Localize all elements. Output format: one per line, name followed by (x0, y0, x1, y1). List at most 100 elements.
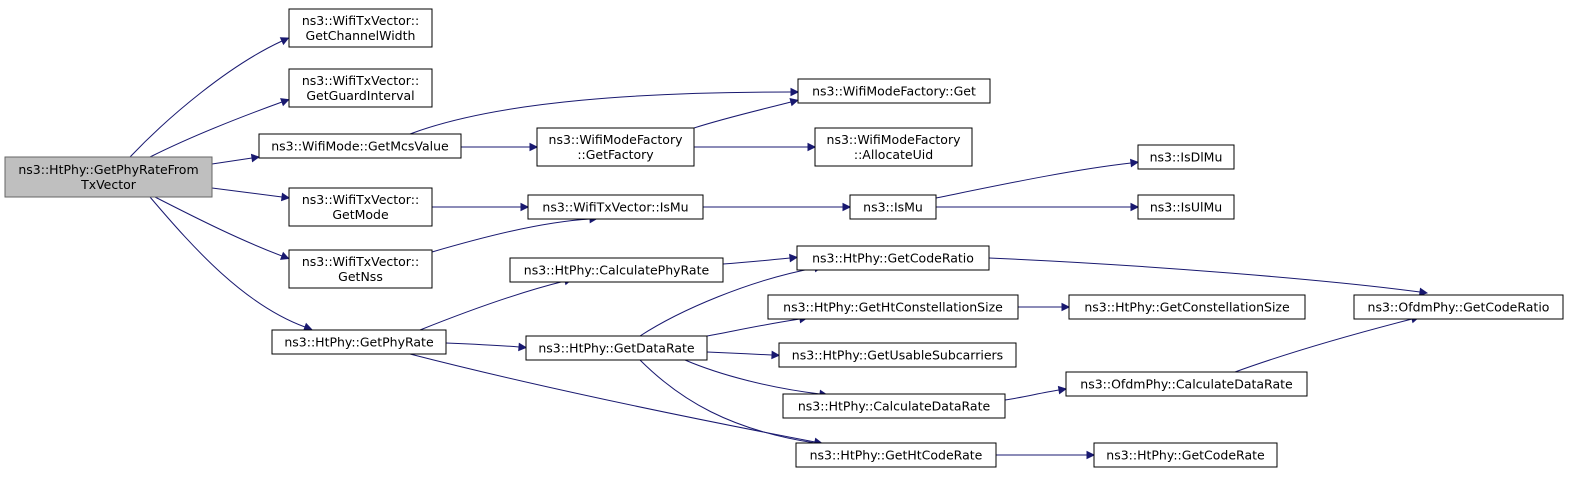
edge-getNss-to-txIsMu (431, 218, 591, 253)
node-label: TxVector (80, 177, 137, 192)
node-getHtConst[interactable]: ns3::HtPhy::GetHtConstellationSize (767, 294, 1019, 320)
edge-arrowhead-getCodeRatio (789, 253, 799, 263)
edge-getMcsValue-to-factoryGet (409, 91, 792, 135)
node-label: ::AllocateUid (854, 147, 933, 162)
edge-isMu-to-isDlMu (935, 162, 1132, 199)
node-label: ns3::OfdmPhy::CalculateDataRate (1080, 377, 1293, 392)
node-label: ns3::HtPhy::CalculatePhyRate (524, 263, 710, 278)
edge-getDataRate-to-calcDataRate (684, 359, 821, 395)
node-box (797, 78, 991, 104)
edge-arrowhead-getCodeRate (1086, 450, 1096, 460)
edge-arrowhead-getMode (280, 192, 291, 202)
edge-arrowhead-factoryGet (790, 87, 800, 97)
node-isMu[interactable]: ns3::IsMu (849, 194, 937, 220)
node-getHtCodeRate[interactable]: ns3::HtPhy::GetHtCodeRate (795, 442, 997, 468)
node-label: ns3::HtPhy::CalculateDataRate (798, 399, 991, 414)
node-getNss[interactable]: ns3::WifiTxVector::GetNss (288, 249, 433, 289)
edge-arrowhead-getPhyRate (303, 322, 313, 331)
node-box (288, 8, 433, 48)
node-label: GetGuardInterval (306, 88, 414, 103)
edge-arrowhead-getGuardInterval (280, 98, 290, 107)
node-box (527, 194, 704, 220)
edge-root-to-getGuardInterval (149, 101, 283, 158)
node-label: ns3::HtPhy::GetHtConstellationSize (783, 300, 1003, 315)
node-isDlMu[interactable]: ns3::IsDlMu (1137, 144, 1235, 170)
node-getFactory[interactable]: ns3::WifiModeFactory::GetFactory (536, 127, 695, 167)
edge-root-to-getMode (211, 187, 283, 198)
node-label: ns3::IsDlMu (1150, 150, 1223, 165)
edge-arrowhead-getConst (1061, 302, 1071, 312)
node-box (1137, 194, 1235, 220)
node-calcDataRate[interactable]: ns3::HtPhy::CalculateDataRate (782, 393, 1006, 419)
edge-arrowhead-getNss (279, 251, 290, 260)
node-label: GetNss (338, 269, 383, 284)
node-box (1137, 144, 1235, 170)
edge-getDataRate-to-getHtConst (706, 318, 801, 337)
edge-arrowhead-txIsMu (520, 202, 530, 212)
node-factoryGet[interactable]: ns3::WifiModeFactory::Get (797, 78, 991, 104)
node-getCodeRatio[interactable]: ns3::HtPhy::GetCodeRatio (796, 245, 990, 271)
edge-getCodeRatio-to-ofdmCodeRatio (988, 257, 1421, 293)
edge-arrowhead-getDataRate (518, 342, 528, 352)
node-label: ns3::WifiModeFactory (549, 132, 684, 147)
node-label: ns3::WifiMode::GetMcsValue (271, 139, 449, 154)
edge-getDataRate-to-getCodeRatio (639, 267, 816, 337)
node-getDataRate[interactable]: ns3::HtPhy::GetDataRate (525, 335, 708, 361)
node-getPhyRate[interactable]: ns3::HtPhy::GetPhyRate (271, 329, 447, 355)
node-getUsable[interactable]: ns3::HtPhy::GetUsableSubcarriers (778, 342, 1017, 368)
node-getCodeRate[interactable]: ns3::HtPhy::GetCodeRate (1093, 442, 1278, 468)
node-box (288, 249, 433, 289)
node-label: ns3::IsMu (863, 200, 923, 215)
nodes-layer: ns3::HtPhy::GetPhyRateFromTxVectorns3::W… (4, 8, 1564, 468)
node-label: ns3::WifiModeFactory (827, 132, 962, 147)
node-isUlMu[interactable]: ns3::IsUlMu (1137, 194, 1235, 220)
node-box (525, 335, 708, 361)
edge-root-to-getNss (154, 196, 283, 257)
node-box (288, 68, 433, 108)
node-ofdmCodeRatio[interactable]: ns3::OfdmPhy::GetCodeRatio (1353, 294, 1564, 320)
edge-getDataRate-to-getHtCodeRate (639, 359, 816, 444)
node-label: ns3::HtPhy::GetPhyRate (284, 335, 434, 350)
node-box (4, 156, 213, 198)
node-box (509, 257, 724, 283)
edge-arrowhead-isMu (842, 202, 852, 212)
node-label: GetChannelWidth (306, 28, 416, 43)
node-getChannelWidth[interactable]: ns3::WifiTxVector::GetChannelWidth (288, 8, 433, 48)
node-box (767, 294, 1019, 320)
node-calcPhyRate[interactable]: ns3::HtPhy::CalculatePhyRate (509, 257, 724, 283)
node-getConst[interactable]: ns3::HtPhy::GetConstellationSize (1068, 294, 1306, 320)
edges-layer (129, 37, 1429, 460)
edge-arrowhead-getChannelWidth (279, 37, 290, 46)
node-box (782, 393, 1006, 419)
edge-getPhyRate-to-calcPhyRate (419, 280, 566, 331)
node-label: ns3::HtPhy::GetCodeRate (1106, 448, 1265, 463)
edge-root-to-getChannelWidth (129, 40, 283, 158)
edge-getDataRate-to-getUsable (706, 351, 773, 356)
edge-root-to-getPhyRate (149, 196, 306, 328)
node-txIsMu[interactable]: ns3::WifiTxVector::IsMu (527, 194, 704, 220)
edge-arrowhead-ofdmCalcDataRate (1057, 385, 1068, 395)
node-ofdmCalcDataRate[interactable]: ns3::OfdmPhy::CalculateDataRate (1065, 371, 1308, 397)
node-label: ns3::OfdmPhy::GetCodeRatio (1368, 300, 1550, 315)
node-box (1065, 371, 1308, 397)
node-box (271, 329, 447, 355)
node-getGuardInterval[interactable]: ns3::WifiTxVector::GetGuardInterval (288, 68, 433, 108)
node-box (536, 127, 695, 167)
node-label: ns3::WifiTxVector:: (302, 73, 419, 88)
edge-arrowhead-isDlMu (1130, 158, 1140, 168)
node-label: ns3::WifiTxVector:: (302, 192, 419, 207)
node-box (795, 442, 997, 468)
edge-calcDataRate-to-ofdmCalcDataRate (1004, 389, 1060, 401)
edge-arrowhead-ofdmCodeRatio (1418, 287, 1429, 297)
edge-arrowhead-getMcsValue (250, 153, 261, 163)
edge-arrowhead-factoryGet (789, 97, 799, 107)
node-getMode[interactable]: ns3::WifiTxVector::GetMode (288, 187, 433, 227)
edge-ofdmCalcDataRate-to-ofdmCodeRatio (1234, 318, 1413, 373)
node-label: ns3::HtPhy::GetUsableSubcarriers (792, 348, 1003, 363)
edge-getPhyRate-to-getDataRate (445, 342, 520, 348)
node-box (258, 133, 462, 159)
node-getMcsValue[interactable]: ns3::WifiMode::GetMcsValue (258, 133, 462, 159)
node-allocateUid[interactable]: ns3::WifiModeFactory::AllocateUid (814, 127, 973, 167)
